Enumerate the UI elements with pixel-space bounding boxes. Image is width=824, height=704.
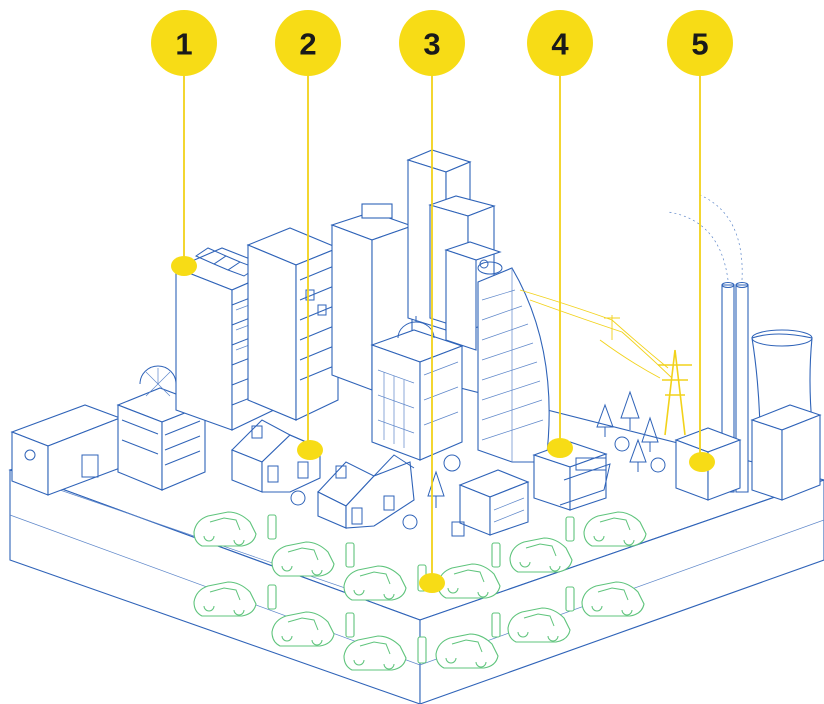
- ev-car: [271, 541, 335, 577]
- callout-badge-4: 4: [527, 10, 593, 76]
- callout-2-anchor: [297, 440, 323, 460]
- ev-car: [509, 537, 573, 573]
- power-grid: [519, 289, 692, 436]
- charging-stations: [267, 514, 575, 664]
- callout-badge-5: 5: [667, 10, 733, 76]
- callout-3-anchor: [419, 573, 445, 593]
- small-office: [451, 469, 530, 537]
- trees: [290, 390, 666, 530]
- balcony-tower: [246, 227, 340, 421]
- curved-glass-tower: [477, 259, 550, 463]
- ev-car: [343, 635, 407, 671]
- small-storage-building: [10, 404, 122, 496]
- shop-building: [532, 441, 611, 511]
- callout-1-anchor: [171, 256, 197, 276]
- ev-car: [581, 581, 645, 617]
- ev-car: [437, 563, 501, 599]
- ev-car: [271, 611, 335, 647]
- callout-leaders: [183, 62, 701, 583]
- callout-5-anchor: [689, 452, 715, 472]
- house-right: [317, 454, 415, 529]
- ev-car: [193, 511, 257, 547]
- callout-4-anchor: [547, 438, 573, 458]
- callout-number: 2: [299, 27, 316, 62]
- ev-car: [343, 565, 407, 601]
- ev-car: [193, 581, 257, 617]
- callout-number: 5: [691, 27, 708, 62]
- callout-badge-3: 3: [399, 10, 465, 76]
- electric-vehicles: [193, 511, 647, 671]
- callout-number: 4: [551, 27, 569, 62]
- classical-building: [370, 316, 464, 461]
- ev-car: [507, 607, 571, 643]
- ev-car: [583, 511, 647, 547]
- ev-car: [435, 633, 499, 669]
- callout-badge-2: 2: [275, 10, 341, 76]
- callout-badge-1: 1: [151, 10, 217, 76]
- callout-number: 1: [175, 27, 192, 62]
- callout-anchor-dots: [171, 256, 715, 593]
- callout-number: 3: [423, 27, 440, 62]
